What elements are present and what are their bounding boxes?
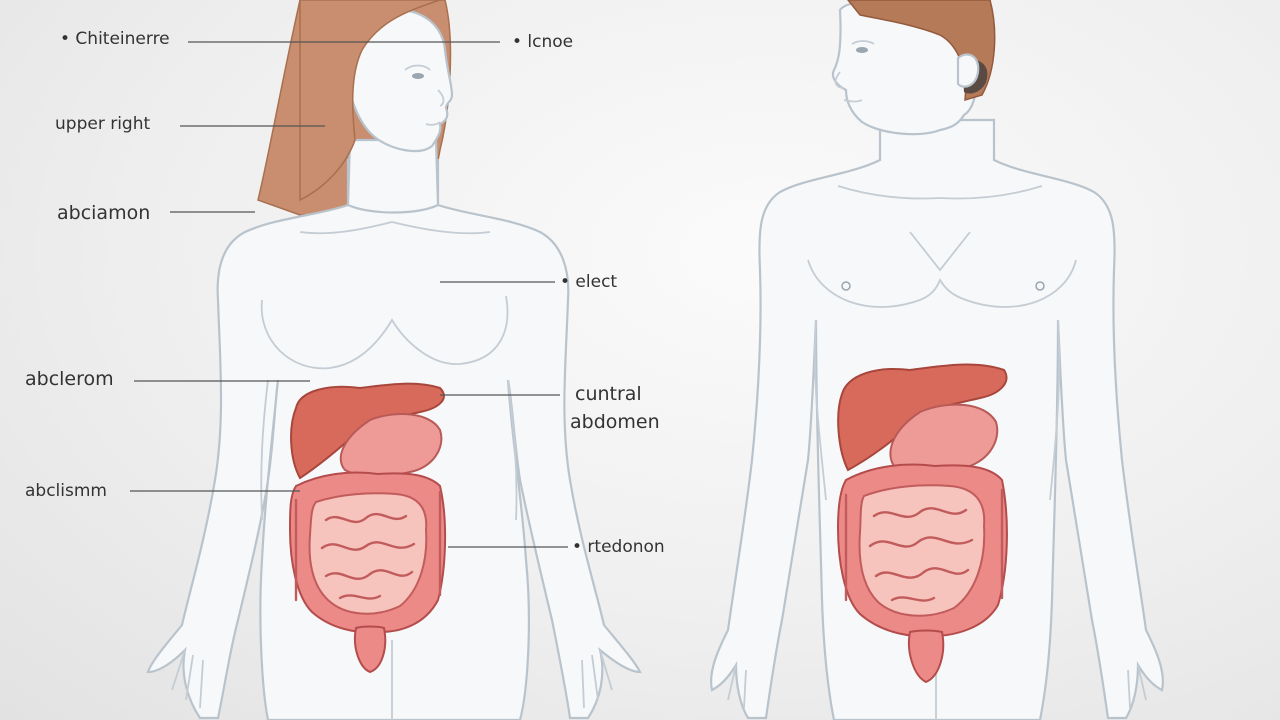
female-rectum [354, 625, 387, 674]
female-chest [260, 295, 509, 370]
label-central-2: abdomen [570, 411, 660, 433]
female-stomach [339, 413, 443, 478]
male-liver [837, 363, 1008, 472]
female-organs [288, 382, 447, 674]
female-figure [146, 0, 642, 720]
female-neck [346, 138, 440, 214]
male-small-intestine [858, 484, 986, 617]
male-organs [836, 363, 1008, 684]
label-chest: • elect [560, 272, 617, 292]
male-chest [807, 259, 1077, 308]
label-abdomen-2: abclerom [25, 368, 114, 390]
male-rectum [908, 629, 945, 684]
label-abdomen-3: abclismm [25, 481, 107, 501]
label-right-top: • lcnoe [512, 32, 573, 52]
label-abdomen-1: abciamon [57, 202, 150, 224]
female-hair-front [299, 0, 441, 202]
label-central-1: cuntral [575, 383, 642, 405]
male-figure [710, 0, 1164, 720]
label-left-top: • Chiteinerre [60, 29, 170, 49]
labels-layer: • Chiteinerre • lcnoe upper right abciam… [25, 29, 665, 557]
label-lower: • rtedonon [572, 537, 665, 557]
label-upper-right: upper right [55, 114, 150, 134]
female-face [345, 8, 454, 153]
female-liver [290, 382, 445, 480]
female-small-intestine [308, 492, 428, 615]
